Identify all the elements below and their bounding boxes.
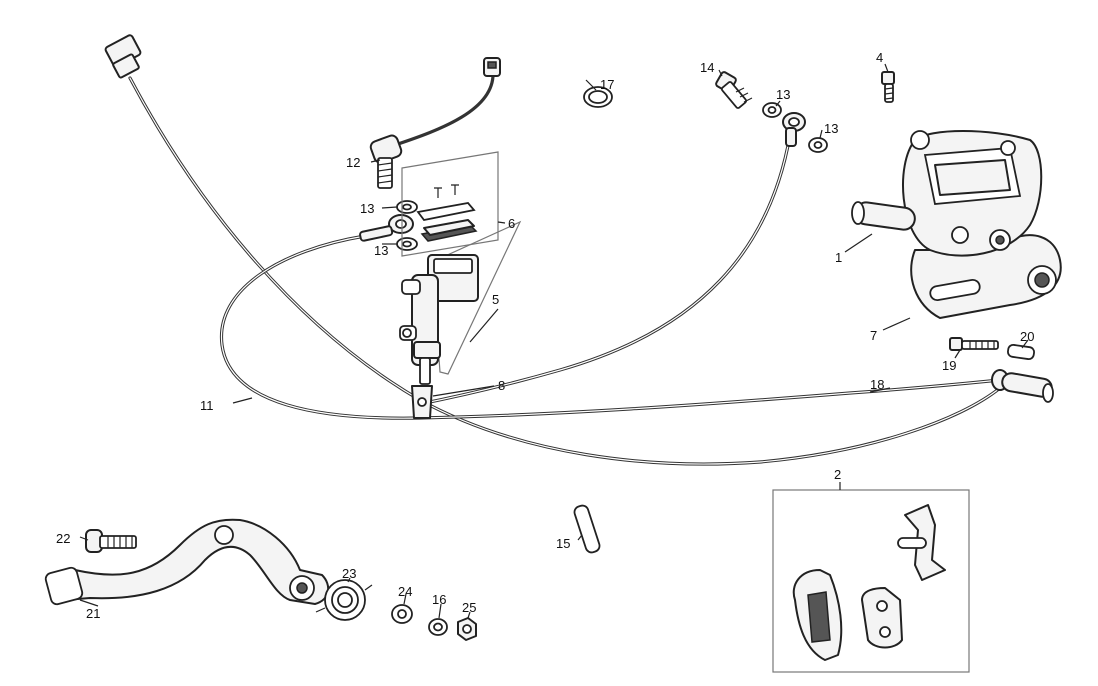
callout-6: 6 xyxy=(508,216,515,231)
callout-20: 20 xyxy=(1020,329,1034,344)
callout-13-caliper: 13 xyxy=(824,121,838,136)
callout-11: 11 xyxy=(200,398,214,413)
callout-13-master-lower: 13 xyxy=(374,243,388,258)
callout-5: 5 xyxy=(492,292,499,307)
washer-13-left-upper xyxy=(396,200,418,214)
return-spring-23 xyxy=(315,579,373,621)
hose-fitting-18 xyxy=(991,369,1054,403)
pin-20 xyxy=(1007,343,1035,361)
callout-4: 4 xyxy=(876,50,883,65)
master-cylinder-5 xyxy=(399,220,522,419)
callout-24: 24 xyxy=(398,584,412,599)
callout-8: 8 xyxy=(498,378,505,393)
banjo-fitting-left xyxy=(359,214,414,242)
callout-17: 17 xyxy=(600,77,614,92)
callout-14: 14 xyxy=(700,60,714,75)
cable-connector xyxy=(104,34,142,79)
callout-16: 16 xyxy=(432,592,446,607)
banjo-bolt-14 xyxy=(715,71,753,109)
brake-pedal-21 xyxy=(44,518,330,606)
washer-24 xyxy=(391,604,413,624)
pivot-bolt-22 xyxy=(85,529,137,553)
callout-7: 7 xyxy=(870,328,877,343)
callout-13-bolt: 13 xyxy=(776,87,790,102)
washer-16 xyxy=(428,618,448,636)
cable-11 xyxy=(128,76,1002,466)
callout-13-master-upper: 13 xyxy=(360,201,374,216)
callout-1: 1 xyxy=(835,250,842,265)
brake-caliper-assembly xyxy=(851,130,1062,319)
washer-13-left-lower xyxy=(396,237,418,251)
brake-hose-upper xyxy=(418,133,792,406)
nut-25 xyxy=(457,617,477,641)
brake-pad-kit-2 xyxy=(772,489,970,673)
callout-22: 22 xyxy=(56,531,70,546)
sensor-connector xyxy=(483,57,501,77)
callout-19: 19 xyxy=(942,358,956,373)
callout-12: 12 xyxy=(346,155,360,170)
callout-23: 23 xyxy=(342,566,356,581)
brake-light-switch-12 xyxy=(369,134,403,189)
pin-15 xyxy=(573,504,601,554)
callout-21: 21 xyxy=(86,606,100,621)
callout-2: 2 xyxy=(834,467,841,482)
callout-25: 25 xyxy=(462,600,476,615)
banjo-fitting-top xyxy=(782,112,806,147)
callout-18: 18 xyxy=(870,377,884,392)
reservoir-cap-kit-6 xyxy=(401,151,499,257)
washer-13-top-left xyxy=(762,102,782,118)
leader-lines xyxy=(79,63,1029,619)
hose-clip-17 xyxy=(583,79,613,108)
bolt-19 xyxy=(949,337,999,351)
bleed-screw-4 xyxy=(881,71,895,103)
callout-15: 15 xyxy=(556,536,570,551)
sensor-wire xyxy=(393,70,495,147)
washer-13-top-right xyxy=(808,137,828,153)
